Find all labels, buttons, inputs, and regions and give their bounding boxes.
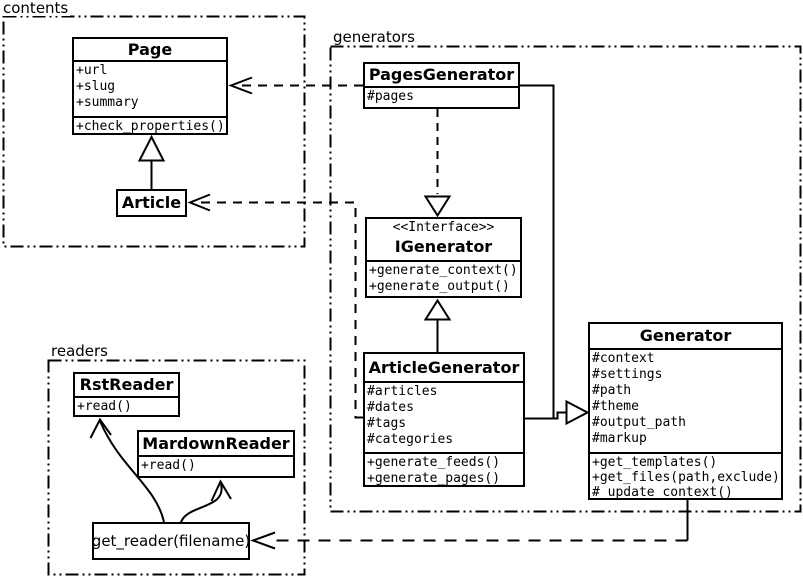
generalization-article-to-page — [137, 134, 166, 190]
class-igenerator-title: IGenerator — [394, 237, 493, 256]
class-igenerator: <<Interface>> IGenerator +generate_conte… — [365, 217, 522, 298]
class-mardownreader-title: MardownReader — [142, 434, 290, 453]
class-articlegenerator-title: ArticleGenerator — [368, 358, 520, 377]
class-article-title: Article — [121, 193, 182, 212]
package-border-generators — [329, 45, 802, 513]
package-label-generators: generators — [331, 28, 417, 46]
class-igenerator-header: <<Interface>> IGenerator — [367, 219, 520, 260]
class-mardownreader: MardownReader +read() — [137, 430, 295, 478]
dependency-pagesgenerator-to-page — [228, 76, 363, 95]
class-pagesgenerator-attributes: #pages — [365, 86, 518, 107]
class-page: Page +url +slug +summary +check_properti… — [72, 37, 228, 135]
class-generator-methods: +get_templates() +get_files(path,exclude… — [590, 452, 781, 498]
class-articlegenerator-methods: +generate_feeds() +generate_pages() — [365, 452, 523, 485]
class-rstreader-title: RstReader — [79, 375, 174, 394]
generalization-generators-to-generator — [520, 84, 590, 426]
package-label-contents: contents — [1, 0, 71, 17]
class-generator-title: Generator — [639, 326, 732, 345]
arrow-getreader-to-mardownreader — [180, 479, 232, 523]
class-page-methods: +check_properties() — [74, 116, 226, 133]
class-igenerator-stereotype: <<Interface>> — [392, 220, 495, 235]
class-generator: Generator #context #settings #path #them… — [588, 322, 783, 500]
realization-pagesgenerator-to-igenerator — [423, 109, 452, 218]
package-border-readers — [47, 359, 306, 576]
class-rstreader-methods: +read() — [75, 396, 178, 415]
class-generator-attributes: #context #settings #path #theme #output_… — [590, 348, 781, 452]
package-border-contents — [2, 15, 306, 248]
class-article: Article — [116, 189, 187, 217]
class-articlegenerator-attributes: #articles #dates #tags #categories — [365, 381, 523, 452]
package-label-readers: readers — [49, 342, 110, 360]
class-pagesgenerator: PagesGenerator #pages — [363, 62, 520, 109]
generalization-articlegenerator-to-igenerator — [423, 298, 452, 352]
class-igenerator-methods: +generate_context() +generate_output() — [367, 260, 520, 296]
class-articlegenerator: ArticleGenerator #articles #dates #tags … — [363, 352, 525, 487]
class-page-attributes: +url +slug +summary — [74, 60, 226, 116]
class-pagesgenerator-title: PagesGenerator — [368, 65, 515, 84]
class-rstreader: RstReader +read() — [73, 372, 180, 417]
function-get-reader: get_reader(filename) — [92, 522, 250, 560]
dependency-generator-to-getreader — [250, 500, 689, 550]
class-page-title: Page — [127, 40, 173, 59]
dependency-articlegenerator-to-article — [187, 193, 363, 419]
arrow-getreader-to-rstreader — [89, 417, 165, 523]
class-mardownreader-methods: +read() — [139, 455, 293, 476]
